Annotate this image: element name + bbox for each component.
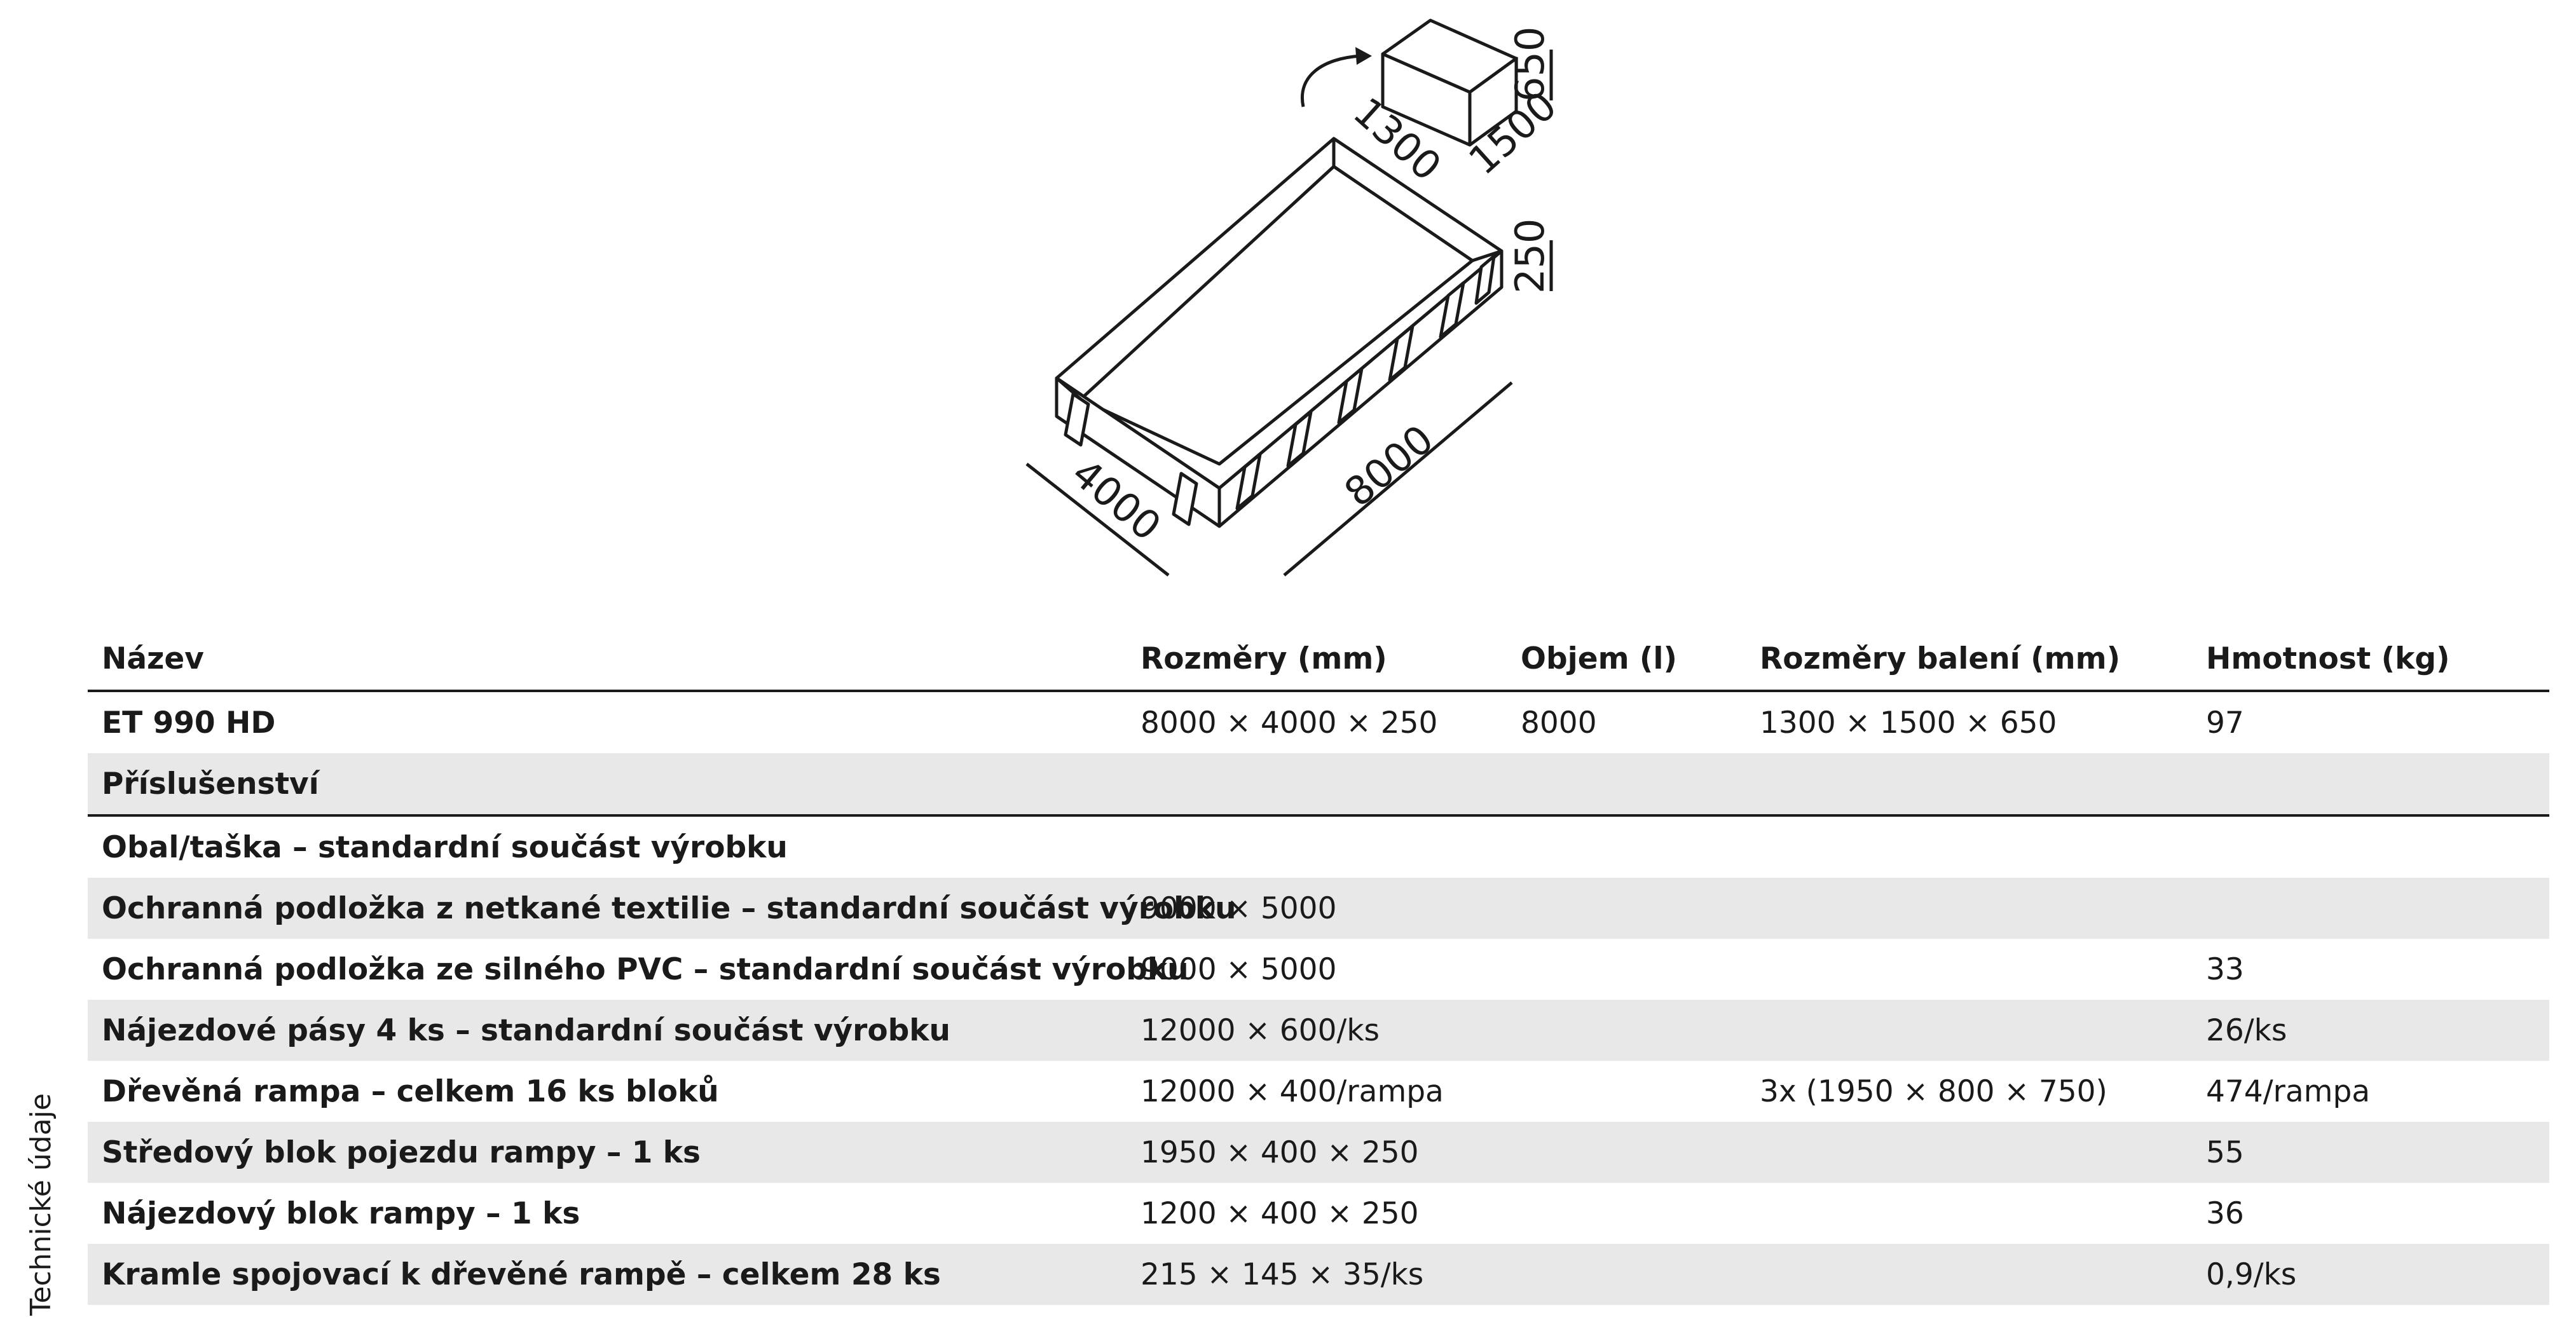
table-row: Dřevěná rampa – celkem 16 ks bloků 12000… [88,1061,2549,1122]
product-dimensions: 8000 × 4000 × 250 [1141,705,1438,740]
product-weight: 97 [2206,705,2244,740]
table-row: Ochranná podložka z netkané textilie – s… [88,878,2549,939]
accessory-package [1746,1000,2192,1061]
accessory-package [1746,878,2192,939]
table-header-row: Název Rozměry (mm) Objem (l) Rozměry bal… [88,627,2549,692]
accessory-dimensions [1127,815,1507,878]
accessory-dimensions: 9000 × 5000 [1127,878,1507,939]
tray [1055,137,1504,528]
table-row: Nájezdový blok rampy – 1 ks 1200 × 400 ×… [88,1183,2549,1244]
table-row: Kramle spojovací k dřevěné rampě – celke… [88,1244,2549,1305]
dim-box-height: 650 [1507,27,1553,102]
accessory-weight: 55 [2192,1122,2549,1183]
product-package: 1300 × 1500 × 650 [1760,705,2057,740]
dim-tray-height: 250 [1507,219,1553,294]
accessory-dimensions: 12000 × 400/rampa [1141,1074,1444,1109]
accessory-weight: 0,9/ks [2192,1244,2549,1305]
accessory-package [1746,1183,2192,1244]
table-row: Nájezdové pásy 4 ks – standardní součást… [88,1000,2549,1061]
accessories-heading: Příslušenství [88,753,1127,817]
accessory-volume [1507,1000,1746,1061]
header-name: Název [88,627,1127,692]
accessory-volume [1507,815,1746,878]
accessories-section-row: Příslušenství [88,753,2549,817]
header-weight: Hmotnost (kg) [2192,627,2549,692]
accessory-dimensions: 215 × 145 × 35/ks [1127,1244,1507,1305]
arrow-head [1355,47,1372,65]
accessory-volume [1507,878,1746,939]
table-row: Obal/taška – standardní součást výrobku [88,815,2549,878]
accessory-weight: 474/rampa [2206,1074,2371,1109]
package-box [1381,18,1518,147]
accessory-package [1746,815,2192,878]
accessory-package [1746,1244,2192,1305]
table-row: Středový blok pojezdu rampy – 1 ks 1950 … [88,1122,2549,1183]
accessory-weight: 36 [2206,1196,2244,1231]
accessory-dimensions: 1200 × 400 × 250 [1141,1196,1419,1231]
accessory-volume [1507,1244,1746,1305]
tray-supports [1064,254,1496,526]
dim-tray-length: 8000 [1336,416,1442,515]
accessory-volume [1507,1183,1746,1244]
product-name: ET 990 HD [102,705,276,740]
curved-arrow [1301,54,1361,107]
dim-line-tray-length [1283,381,1513,576]
accessory-weight: 33 [2206,951,2244,987]
specs-table: Název Rozměry (mm) Objem (l) Rozměry bal… [88,627,2549,1305]
accessory-name: Obal/taška – standardní součást výrobku [102,829,788,865]
header-dimensions: Rozměry (mm) [1127,627,1507,692]
accessory-dimensions: 9000 × 5000 [1141,951,1337,987]
dim-line-tray-width [1025,463,1170,576]
accessory-dimensions: 12000 × 600/ks [1127,1000,1507,1061]
accessory-name: Kramle spojovací k dřevěné rampě – celke… [88,1244,1127,1305]
product-diagram: 650 1300 1500 250 4000 8000 [0,0,2576,610]
accessory-dimensions: 1950 × 400 × 250 [1127,1122,1507,1183]
accessory-name: Ochranná podložka ze silného PVC – stand… [102,951,1189,987]
accessory-volume [1507,939,1746,1000]
accessory-weight [2192,878,2549,939]
accessory-name: Nájezdový blok rampy – 1 ks [102,1196,580,1231]
accessory-package [1746,939,2192,1000]
table-row: Ochranná podložka ze silného PVC – stand… [88,939,2549,1000]
accessory-name: Středový blok pojezdu rampy – 1 ks [88,1122,1127,1183]
accessory-weight: 26/ks [2192,1000,2549,1061]
accessory-package [1746,1122,2192,1183]
accessory-name: Nájezdové pásy 4 ks – standardní součást… [88,1000,1127,1061]
accessory-weight [2192,815,2549,878]
accessory-name: Ochranná podložka z netkané textilie – s… [88,878,1237,939]
side-label: Technické údaje [25,1093,57,1316]
header-volume: Objem (l) [1507,627,1746,692]
accessory-package: 3x (1950 × 800 × 750) [1760,1074,2107,1109]
product-volume: 8000 [1521,705,1597,740]
product-row: ET 990 HD 8000 × 4000 × 250 8000 1300 × … [88,691,2549,753]
accessory-volume [1507,1061,1746,1122]
accessory-volume [1507,1122,1746,1183]
header-package: Rozměry balení (mm) [1746,627,2192,692]
accessory-name: Dřevěná rampa – celkem 16 ks bloků [102,1074,719,1109]
